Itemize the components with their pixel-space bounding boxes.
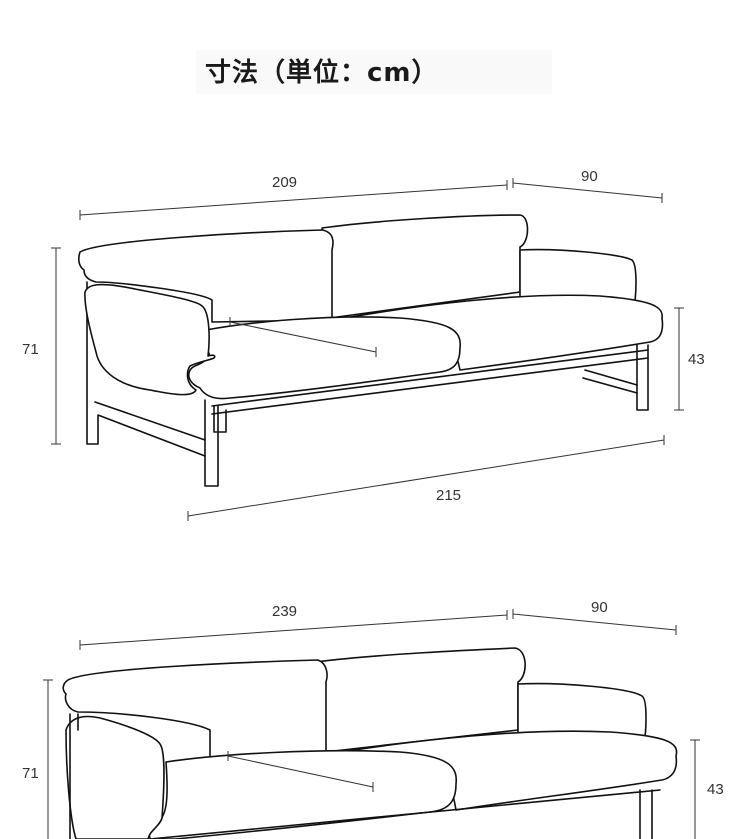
sofa2-left-arm: [65, 715, 165, 839]
sofa1-width-label: 209: [272, 174, 298, 191]
sofa2-illustration: [62, 647, 678, 839]
sofa1-leg-span-label: 215: [436, 487, 462, 504]
page-title: 寸法（単位：cm）: [205, 58, 439, 88]
sofa2-depth-label: 90: [591, 599, 608, 616]
sofa1-illustration: [78, 214, 664, 487]
sofa1-height-label: 71: [22, 341, 39, 358]
sofa2-seat-cushion-left: [148, 749, 457, 839]
sofa2-seat-cushion-right: [339, 730, 678, 811]
sofa1-front-rail: [211, 349, 649, 415]
sofa1-depth-label: 90: [581, 168, 598, 185]
sofa1-left-arm: [84, 283, 216, 396]
sofa1-seat-cushion-left: [188, 316, 461, 400]
sofa1-seat-height-label: 43: [688, 351, 705, 368]
sofa2-back-cushion-left: [62, 659, 328, 761]
title-background: [196, 50, 552, 94]
sofa2-seat-height-label: 43: [707, 781, 724, 798]
sofa2-width-label: 239: [272, 603, 298, 620]
sofa1-front-leg: [204, 399, 219, 487]
sofa1-dimension-lines: [51, 178, 684, 521]
sofa1-back-frame: [86, 281, 206, 457]
sofa2-front-rail: [149, 789, 661, 839]
sofa2-dimension-lines: [43, 609, 700, 839]
sofa2-height-label: 71: [22, 765, 39, 782]
sofa1-back-cushion-left: [78, 229, 334, 323]
